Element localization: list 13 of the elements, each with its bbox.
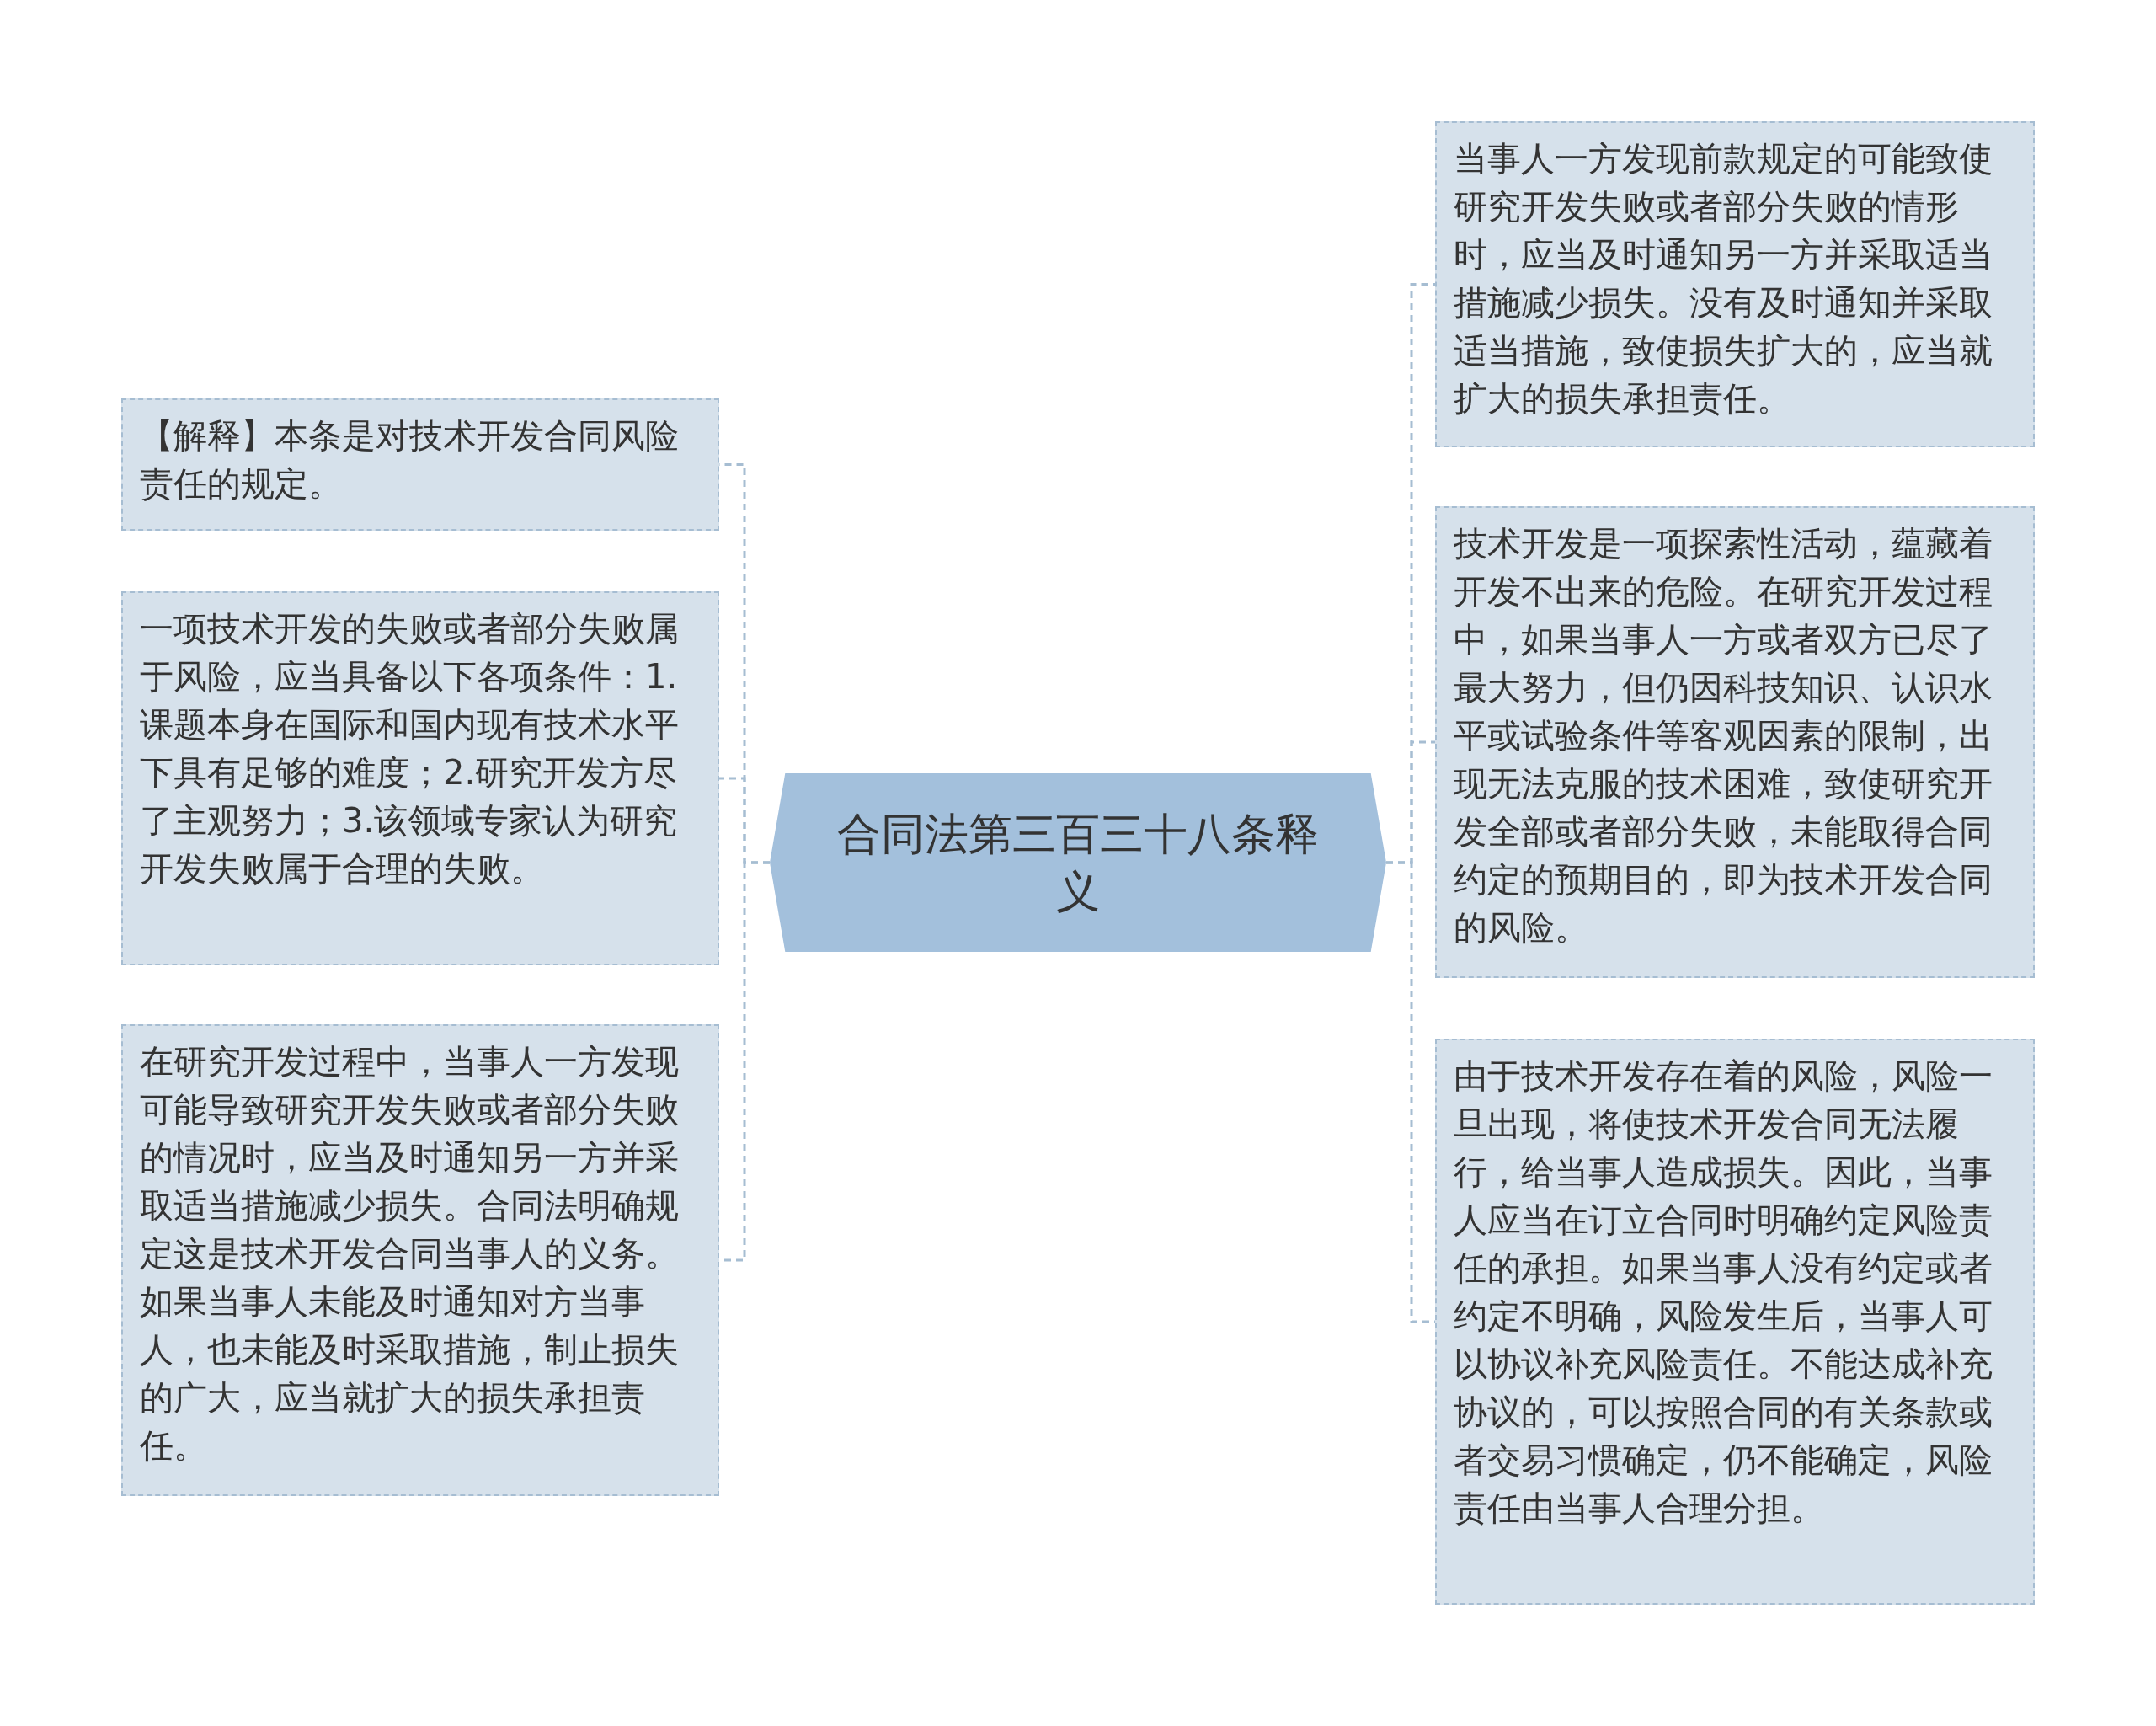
- text-box: [1435, 1039, 2035, 1605]
- text-box: [121, 398, 719, 531]
- paragraph: 由于技术开发存在着的风险，风险一旦出现，将使技术开发合同无法履行，给当事人造成损失。因此，当事人应当在订立合同时明确约定风险责任的承担。如果当事人没有约定或者约定不明确，风险发生后，当事人可以协议补充风险责任。不能达成补充协议的，可以按照合同的有关条款或者交易习惯确定，仍不能确定，风险责任由当事人合理分担。: [1454, 1055, 1993, 1529]
- text-box: [1435, 121, 2035, 447]
- text-box: [121, 591, 719, 965]
- paragraph: 技术开发是一项探索性活动，蕴藏着开发不出来的危险。在研究开发过程中，如果当事人一方或者双方已尽了最大努力，但仍因科技知识、认识水平或试验条件等客观因素的限制，出现无法克服的技术困难，致使研究开发全部或者部分失败，未能取得合同约定的预期目的，即为技术开发合同的风险。: [1454, 523, 1993, 948]
- paragraph: 【解释】本条是对技术开发合同风险责任的规定。: [140, 415, 680, 505]
- paragraph: 一项技术开发的失败或者部分失败属于风险，应当具备以下各项条件：1.课题本身在国际和国内现有技术水平下具有足够的难度；2.研究开发方尽了主观努力；3.该领域专家认为研究开发失败属于合理的失败。: [140, 608, 680, 890]
- topic-title: 合同法第三百三十八条释义: [836, 808, 1320, 918]
- paragraph: 在研究开发过程中，当事人一方发现可能导致研究开发失败或者部分失败的情况时，应当及时通知另一方并采取适当措施减少损失。合同法明确规定这是技术开发合同当事人的义务。如果当事人未能及时通知对方当事人，也未能及时采取措施，制止损失的广大，应当就扩大的损失承担责任。: [140, 1041, 680, 1467]
- text-box: [121, 1024, 719, 1496]
- paragraph: 当事人一方发现前款规定的可能致使研究开发失败或者部分失败的情形时，应当及时通知另一方并采取适当措施减少损失。没有及时通知并采取适当措施，致使损失扩大的，应当就扩大的损失承担责任。: [1454, 138, 1993, 419]
- text-box: [1435, 506, 2035, 978]
